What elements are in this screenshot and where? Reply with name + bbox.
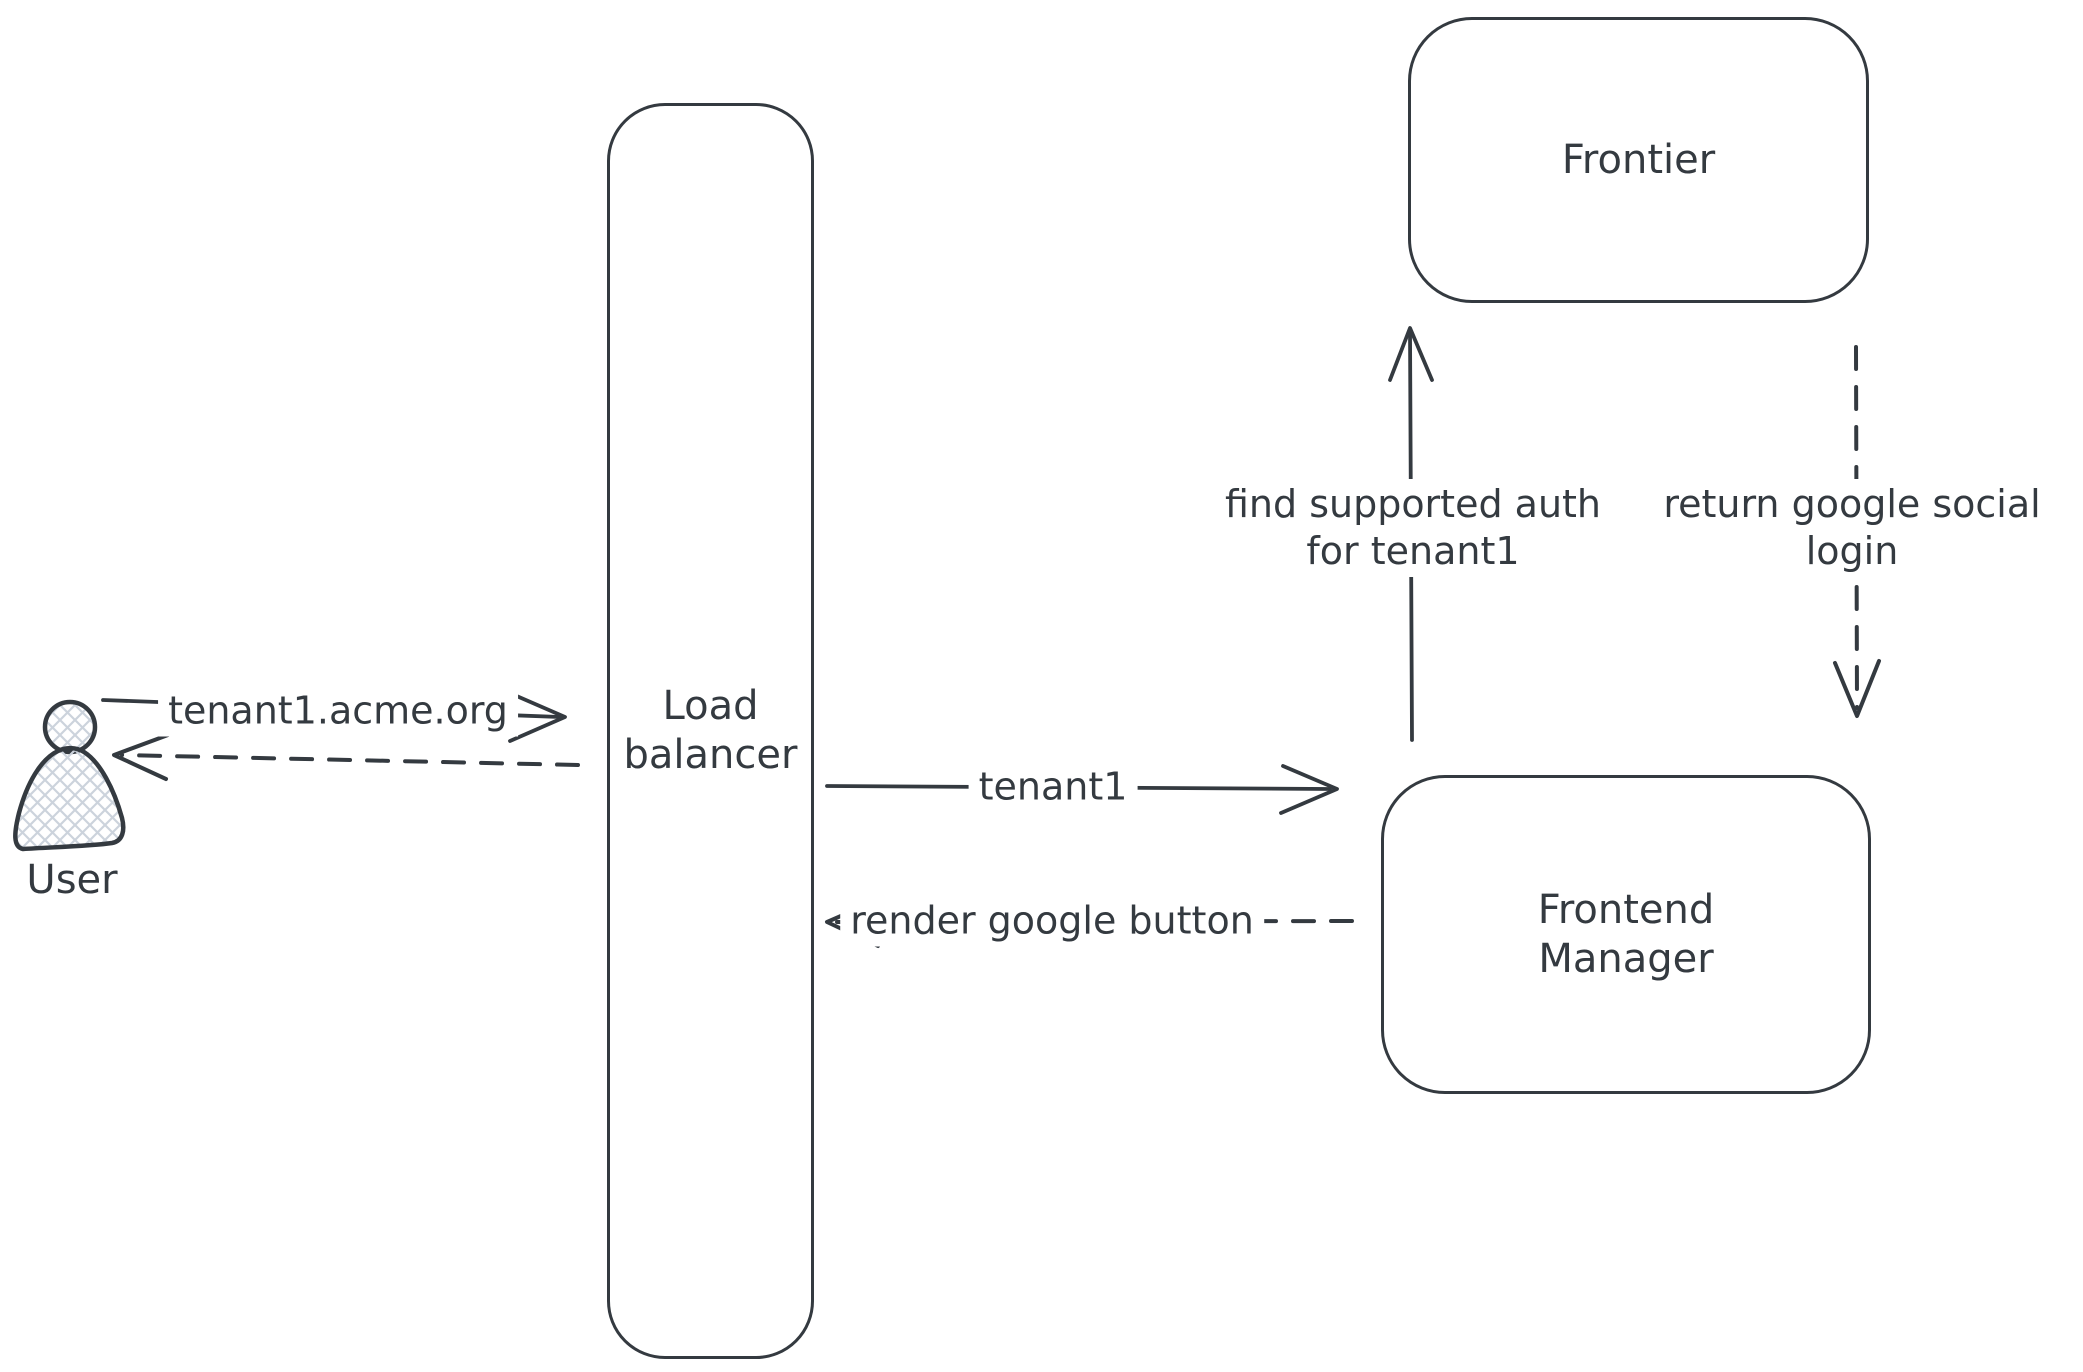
node-frontend-manager-label: Frontend Manager	[1537, 886, 1715, 982]
node-load-balancer: Load balancer	[607, 103, 814, 1359]
node-frontend-manager: Frontend Manager	[1381, 775, 1871, 1094]
node-load-balancer-label: Load balancer	[623, 683, 798, 778]
user-label: User	[26, 857, 118, 903]
node-frontier-label: Frontier	[1561, 136, 1716, 183]
edge-label-tenant1: tenant1	[968, 761, 1138, 813]
edge-label-find-supported-auth: find supported auth for tenant1	[1214, 479, 1612, 577]
edge-label-return-google-social-login: return google social login	[1653, 479, 2051, 577]
edge-label-render-google-button: render google button	[840, 895, 1264, 947]
arrow-load-balancer-to-user	[112, 733, 580, 781]
user-icon	[13, 699, 126, 852]
node-frontier: Frontier	[1408, 17, 1869, 303]
edge-label-tenant1-acme-org: tenant1.acme.org	[158, 685, 518, 737]
